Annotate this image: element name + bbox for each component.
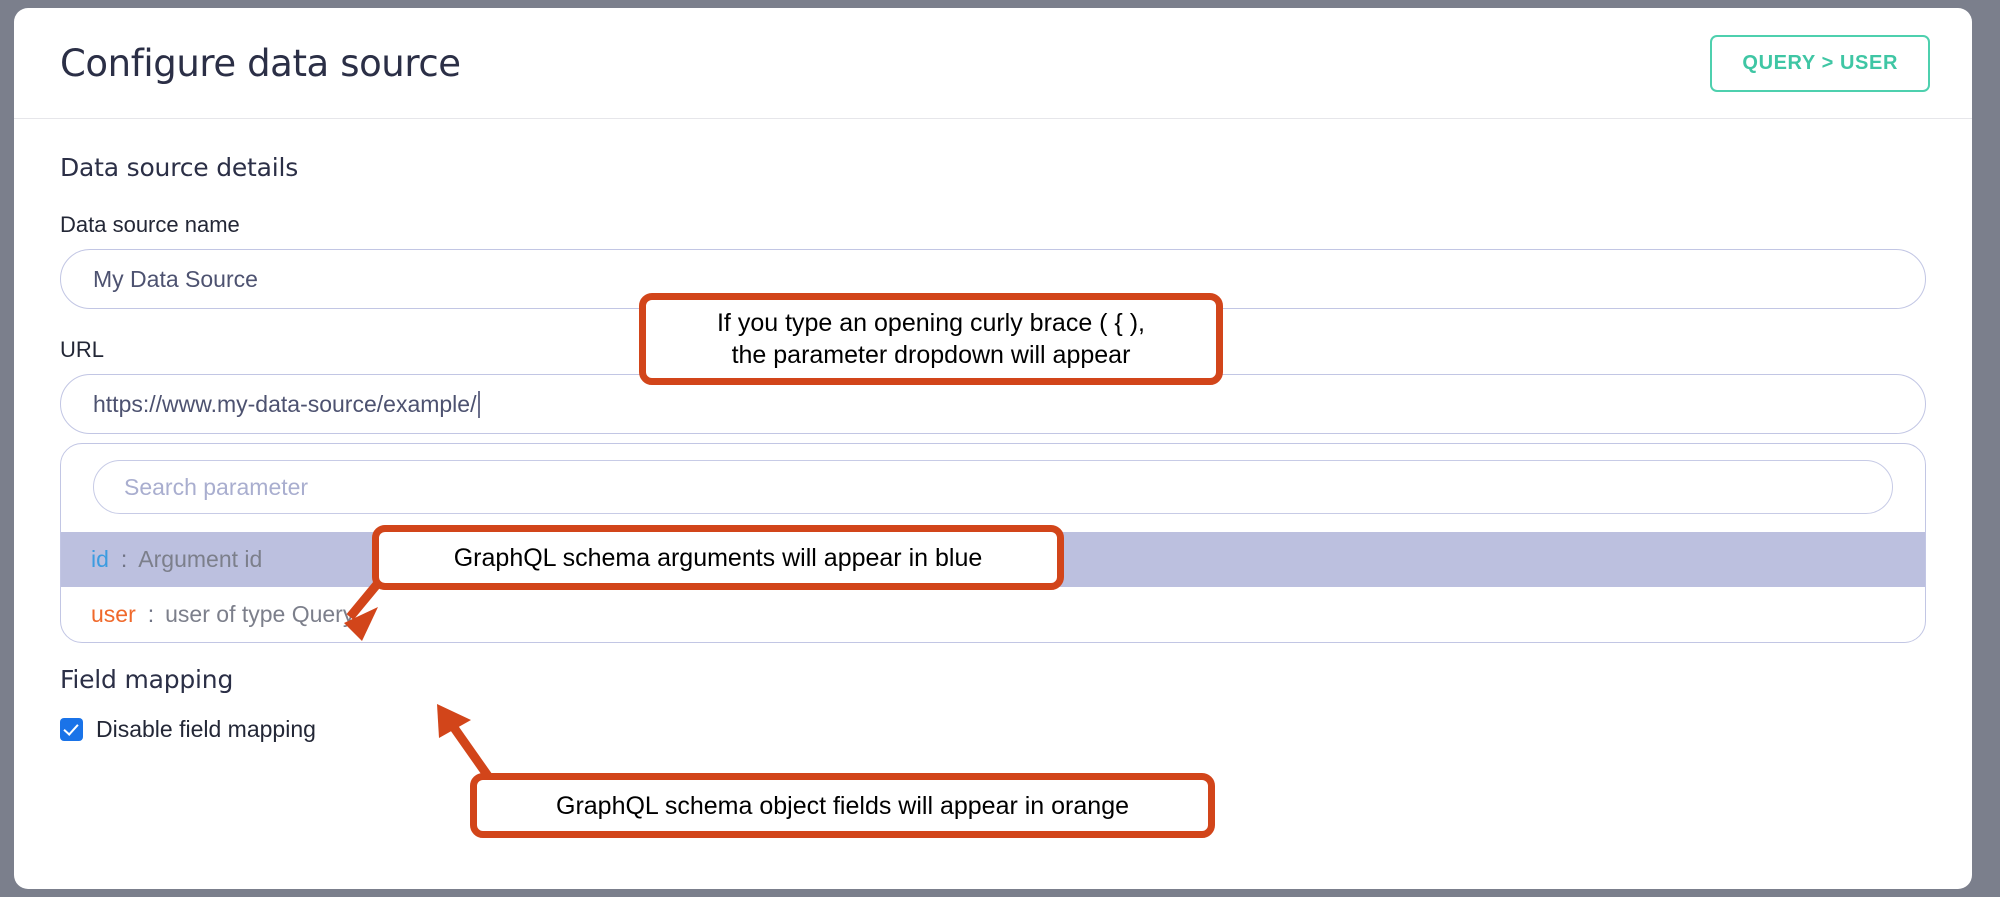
- data-source-name-label: Data source name: [60, 212, 240, 237]
- annotation-callout-2-line1: GraphQL schema arguments will appear in …: [453, 543, 983, 572]
- parameter-description: Argument id: [138, 546, 263, 572]
- query-user-button[interactable]: QUERY > USER: [1710, 34, 1930, 92]
- parameter-option-user[interactable]: user : user of type Query: [61, 587, 1925, 642]
- annotation-callout-3: GraphQL schema object fields will appear…: [470, 773, 1215, 838]
- data-source-details-heading: Data source details: [60, 153, 299, 182]
- parameter-separator: :: [120, 546, 128, 572]
- parameter-key: user: [91, 601, 136, 627]
- panel-body: Data source details Data source name My …: [14, 119, 1972, 743]
- field-mapping-heading: Field mapping: [60, 665, 234, 694]
- search-parameter-placeholder: Search parameter: [124, 473, 309, 500]
- disable-field-mapping-checkbox[interactable]: [60, 718, 83, 741]
- page-title: Configure data source: [60, 41, 461, 85]
- disable-field-mapping-label: Disable field mapping: [96, 716, 316, 742]
- annotation-callout-1: If you type an opening curly brace ( { )…: [639, 293, 1223, 385]
- annotation-callout-1-line2: the parameter dropdown will appear: [731, 341, 1131, 369]
- parameter-key: id: [91, 546, 109, 572]
- search-parameter-input[interactable]: Search parameter: [93, 460, 1893, 514]
- parameter-description: user of type Query: [165, 601, 355, 627]
- annotation-callout-1-line1: If you type an opening curly brace ( { )…: [716, 309, 1145, 337]
- annotation-callout-3-line1: GraphQL schema object fields will appear…: [556, 791, 1129, 820]
- annotation-callout-2: GraphQL schema arguments will appear in …: [372, 525, 1064, 590]
- text-caret: [478, 390, 481, 418]
- data-source-name-value: My Data Source: [93, 265, 258, 292]
- configure-data-source-panel: Configure data source QUERY > USER Data …: [14, 8, 1972, 889]
- url-label: URL: [60, 337, 105, 362]
- parameter-separator: :: [147, 601, 155, 627]
- url-value: https://www.my-data-source/example/: [93, 390, 477, 417]
- panel-header: Configure data source QUERY > USER: [14, 8, 1972, 119]
- disable-field-mapping-row[interactable]: Disable field mapping: [60, 716, 1926, 743]
